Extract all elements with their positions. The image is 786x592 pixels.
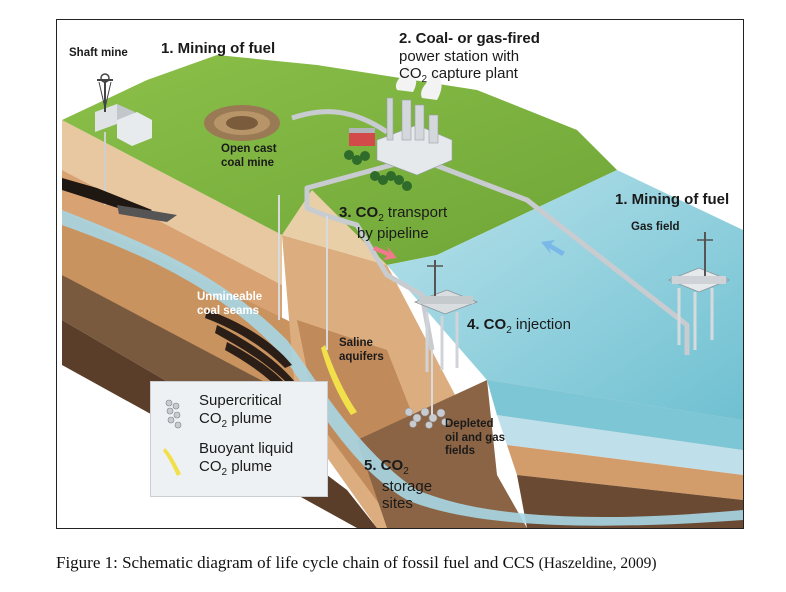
pipeline-arrow-blue bbox=[541, 240, 565, 256]
pipeline-vertical-wells bbox=[278, 195, 433, 415]
caption-source: (Haszeldine, 2009) bbox=[534, 555, 657, 572]
label-shaft-mine: Shaft mine bbox=[69, 47, 128, 59]
open-cast-pit bbox=[204, 105, 280, 141]
sea-front bbox=[487, 380, 743, 450]
label-unmineable: Unmineable coal seams bbox=[197, 291, 263, 317]
legend: Supercritical CO2 plume Buoyant liquid C… bbox=[150, 381, 328, 497]
label-transport: 3. CO2 transport by pipeline bbox=[339, 204, 448, 242]
label-mining-fuel-right: 1. Mining of fuel bbox=[615, 191, 730, 208]
pipelines bbox=[291, 109, 690, 355]
caption-text: Figure 1: Schematic diagram of life cycl… bbox=[56, 553, 535, 572]
coal-seam-left bbox=[62, 178, 177, 222]
power-station bbox=[349, 65, 453, 176]
label-gas-field: Gas field bbox=[631, 221, 680, 233]
land-surface bbox=[62, 55, 617, 265]
diagram-frame: Shaft mine 1. Mining of fuel 2. Coal- or… bbox=[56, 19, 744, 529]
ps-line1: 2. Coal- or gas-fired bbox=[399, 30, 540, 47]
label-open-cast: Open cast coal mine bbox=[221, 143, 277, 169]
buoyant-plume-icon bbox=[163, 448, 181, 476]
sea-surface bbox=[387, 170, 743, 420]
label-depleted: Depleted oil and gas fields bbox=[445, 418, 506, 458]
supercritical-plume-icon bbox=[165, 399, 182, 429]
depleted-field-plume bbox=[404, 407, 449, 429]
injection-platform bbox=[413, 260, 479, 372]
label-storage: 5. CO2 storage sites bbox=[364, 457, 433, 513]
legend-supercritical: Supercritical CO2 plume bbox=[199, 392, 282, 430]
legend-buoyant: Buoyant liquid CO2 plume bbox=[199, 440, 294, 478]
ccs-schematic bbox=[62, 55, 743, 528]
label-power-station: 2. Coal- or gas-fired power station with… bbox=[399, 30, 540, 86]
ps-line2: power station with bbox=[399, 47, 520, 65]
label-mining-fuel-left-text: 1. Mining of fuel bbox=[161, 40, 276, 57]
aquifer-band bbox=[62, 210, 743, 526]
label-mining-fuel-left: 1. Mining of fuel bbox=[161, 40, 275, 58]
label-injection: 4. CO2 injection bbox=[467, 316, 571, 336]
buoyant-plume bbox=[321, 345, 357, 415]
gas-field-platform bbox=[667, 232, 731, 350]
trees bbox=[344, 150, 412, 191]
ps-line3: CO2 capture plant bbox=[399, 65, 518, 86]
shaft-mine-buildings bbox=[95, 73, 152, 205]
label-saline: Saline aquifers bbox=[339, 337, 384, 363]
pipeline-arrow-pink bbox=[373, 246, 397, 260]
figure-caption: Figure 1: Schematic diagram of life cycl… bbox=[56, 553, 756, 573]
